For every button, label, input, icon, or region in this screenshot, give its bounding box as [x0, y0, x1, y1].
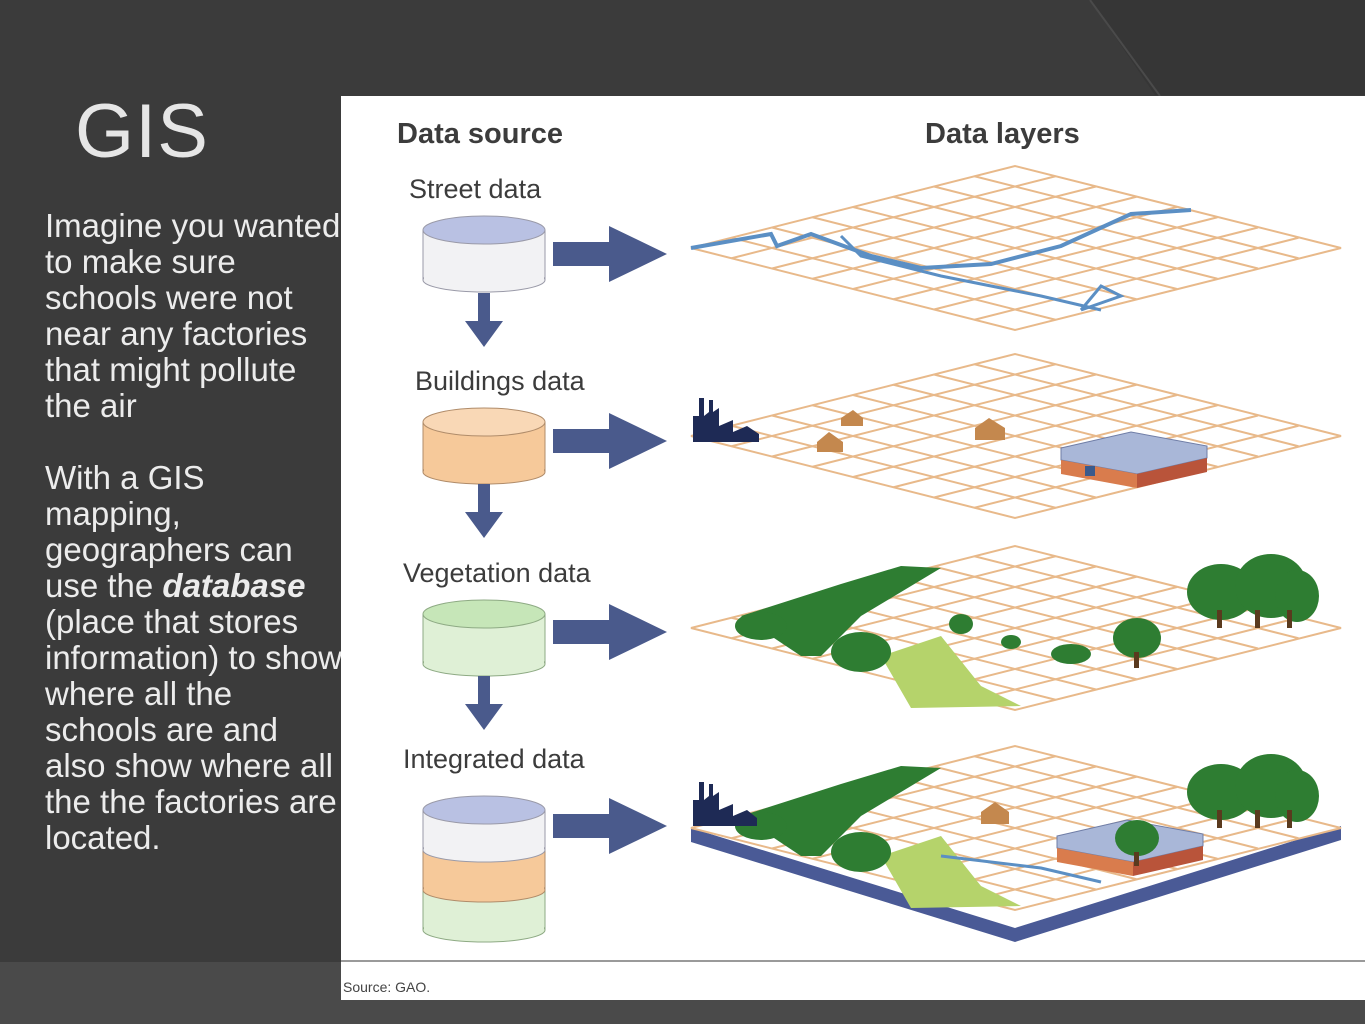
factory-icon [693, 398, 759, 442]
integrated-layer [690, 744, 1342, 942]
street-layer [690, 164, 1342, 332]
grid-line [852, 206, 1178, 290]
street-database-icon [422, 215, 546, 293]
integrated-house-icon [981, 802, 1009, 824]
integrated-vegetation-clump [831, 832, 891, 872]
grid-line [893, 195, 1218, 280]
arrow-right-icon [553, 413, 667, 469]
integrated-data-label: Integrated data [403, 744, 585, 774]
grid-line [933, 606, 1259, 691]
tree-icon [1113, 618, 1161, 668]
integrated-forest-icon [1187, 754, 1319, 828]
street-line-branch [839, 234, 1102, 312]
arrow-down-icon [465, 293, 503, 347]
forest-icon [1187, 554, 1319, 628]
integrated-street-line [940, 854, 1102, 884]
arrow-right-shape [553, 413, 667, 469]
grid-line [893, 575, 1218, 660]
school-building-icon [1060, 431, 1208, 488]
vegetation-light-area [881, 636, 1021, 708]
arrow-right-icon [553, 604, 667, 660]
house-icon [817, 410, 1005, 452]
vegetation-clump [949, 614, 973, 634]
vegetation-clump [1001, 635, 1021, 649]
arrow-right-icon [553, 798, 667, 854]
source-note: Source: GAO. [343, 979, 431, 995]
vegetation-clump [1051, 644, 1091, 664]
grid-line [933, 373, 1259, 458]
integrated-factory-icon [693, 782, 757, 826]
paragraph-2: With a GIS mapping, geographers can use … [45, 460, 345, 856]
gis-layers-figure: Data source Data layers Street data Buil… [341, 96, 1365, 1000]
grid-line [974, 236, 1299, 321]
buildings-layer [690, 352, 1342, 520]
grid-line [974, 755, 1299, 840]
grid-line [893, 404, 1218, 489]
grid-line [974, 175, 1299, 260]
vegetation-dark-band [741, 566, 941, 656]
paragraph-1-text: Imagine you wanted to make sure schools … [45, 207, 341, 424]
school-window [1085, 466, 1095, 476]
grid-line [933, 185, 1259, 270]
arrow-down-icon [465, 484, 503, 538]
grid-line [852, 394, 1178, 478]
data-source-heading: Data source [397, 118, 564, 150]
data-layers-heading: Data layers [925, 118, 1080, 150]
grid-line [933, 765, 1259, 850]
arrow-right-icon [553, 226, 667, 282]
grid-line [893, 216, 1218, 301]
street-line-loop [1079, 284, 1125, 312]
integrated-database-icon [422, 795, 546, 943]
database-term: database [162, 567, 306, 604]
slide-title: GIS [75, 89, 209, 174]
grid-line [974, 555, 1299, 640]
integrated-vegetation-light [881, 836, 1021, 908]
arrow-down-shape [465, 676, 503, 730]
street-data-label: Street data [409, 174, 542, 204]
vegetation-clump [831, 632, 891, 672]
paragraph-1: Imagine you wanted to make sure schools … [45, 208, 345, 424]
paragraph-2-text-start: With a GIS mapping, geographers can use … [45, 459, 293, 604]
arrow-right-shape [553, 604, 667, 660]
slide-body-text: Imagine you wanted to make sure schools … [45, 208, 345, 856]
buildings-data-label: Buildings data [415, 366, 585, 396]
arrow-down-icon [465, 676, 503, 730]
street-line-main [690, 208, 1192, 271]
arrow-down-shape [465, 293, 503, 347]
integrated-vegetation-dark [741, 766, 941, 856]
arrow-right-shape [553, 798, 667, 854]
vegetation-layer [690, 544, 1342, 712]
grid-line [933, 565, 1259, 650]
grid-line [974, 363, 1299, 448]
grid-line [933, 226, 1259, 311]
vegetation-clump [735, 612, 787, 640]
buildings-database-icon [422, 407, 546, 485]
figure-footer-rule [341, 960, 1365, 962]
paragraph-2-text-end: (place that stores information) to show … [45, 603, 343, 856]
integrated-tree-icon [1115, 820, 1159, 866]
figure-drawing [422, 164, 1342, 943]
vegetation-database-icon [422, 599, 546, 677]
arrow-right-shape [553, 226, 667, 282]
vegetation-data-label: Vegetation data [403, 558, 591, 588]
arrow-down-shape [465, 484, 503, 538]
